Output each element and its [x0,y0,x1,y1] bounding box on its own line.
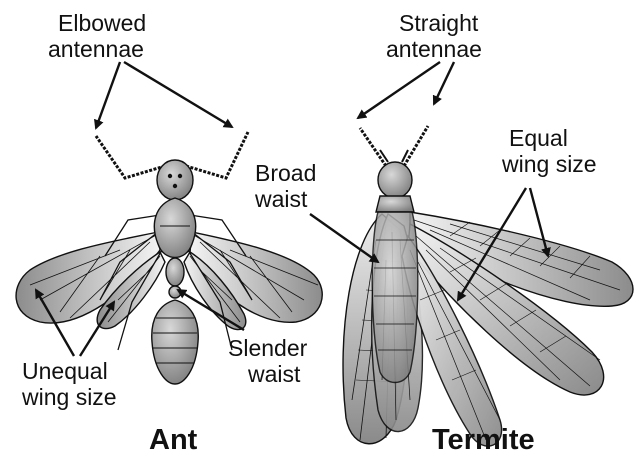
arrow-straight-right [434,62,454,104]
ant-gaster [152,300,199,384]
termite-head [378,162,412,198]
label-straight-line1: Straight [399,11,478,36]
label-equal-line2: wing size [502,152,597,177]
termite-thorax [376,196,414,212]
label-broad-line2: waist [255,187,307,212]
label-unequal-line1: Unequal [22,359,108,384]
title-termite: Termite [432,424,535,457]
ant-thorax [154,198,195,258]
termite-abdomen [372,212,418,383]
label-slender-line2: waist [248,362,300,387]
label-unequal-line2: wing size [22,385,117,410]
title-ant: Ant [149,424,197,457]
arrow-elbowed-right [124,62,232,127]
ant-head [157,160,193,200]
ant-right-antenna [186,132,248,178]
termite-left-antenna [360,128,386,166]
ant-left-antenna [96,136,165,178]
termite-right-antenna [404,126,428,166]
label-broad-line1: Broad [255,161,316,186]
arrow-elbowed-left [96,62,120,128]
label-straight-line2: antennae [386,37,482,62]
label-slender-line1: Slender [228,336,307,361]
label-elbowed-line2: antennae [48,37,144,62]
label-elbowed-line1: Elbowed [58,11,146,36]
ant-petiole [166,258,184,286]
label-equal-line1: Equal [509,126,568,151]
arrow-straight-left [358,62,440,118]
